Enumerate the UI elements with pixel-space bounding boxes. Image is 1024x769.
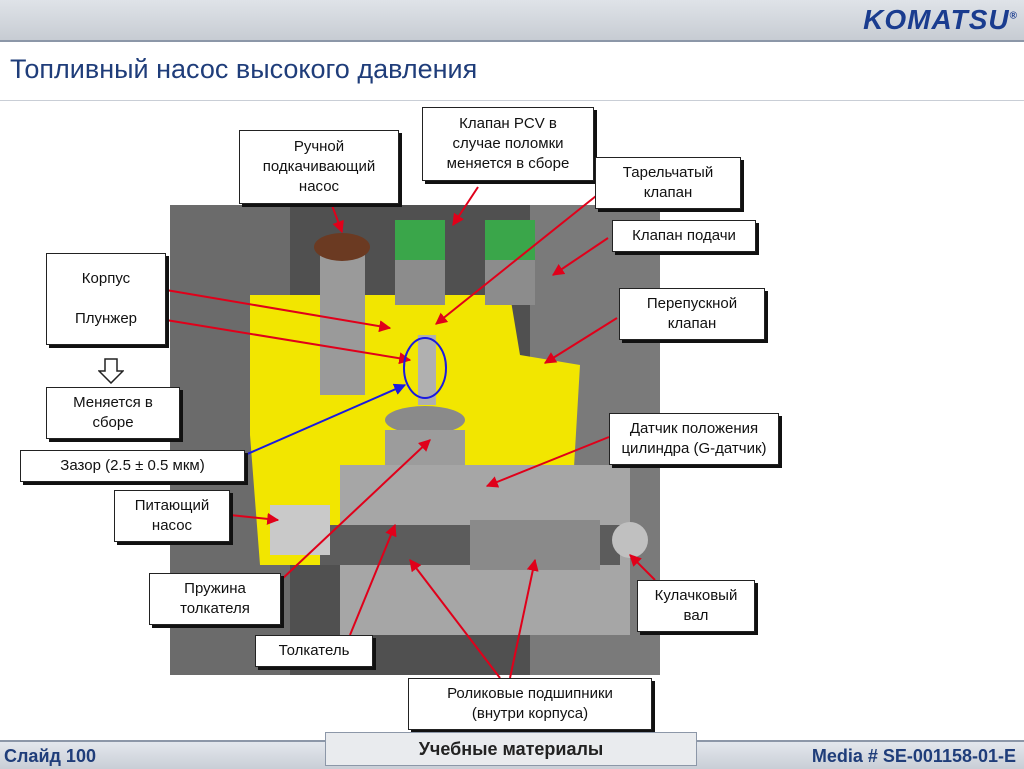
callout-g-sensor: Датчик положения цилиндра (G-датчик) bbox=[609, 413, 779, 465]
callout-manual-pump: Ручной подкачивающий насос bbox=[239, 130, 399, 204]
callout-bypass-valve: Перепускной клапан bbox=[619, 288, 765, 340]
callout-clearance: Зазор (2.5 ± 0.5 мкм) bbox=[20, 450, 245, 482]
komatsu-logo: KOMATSU® bbox=[863, 4, 1018, 35]
callout-body-plunger: Корпус Плунжер bbox=[46, 253, 166, 345]
callout-feed-pump: Питающий насос bbox=[114, 490, 230, 542]
down-arrow-icon bbox=[98, 358, 124, 384]
callout-replace-assembly: Меняется в сборе bbox=[46, 387, 180, 439]
media-number: Media # SE-001158-01-E bbox=[811, 746, 1016, 766]
slide-number: Слайд 100 bbox=[4, 746, 96, 766]
callout-pcv-valve: Клапан PCV в случае поломки меняется в с… bbox=[422, 107, 594, 181]
callout-tappet: Толкатель bbox=[255, 635, 373, 667]
callout-tappet-spring: Пружина толкателя bbox=[149, 573, 281, 625]
callout-plate-valve: Тарельчатый клапан bbox=[595, 157, 741, 209]
title-divider bbox=[0, 100, 1024, 101]
training-materials-label: Учебные материалы bbox=[325, 732, 697, 766]
callout-camshaft: Кулачковый вал bbox=[637, 580, 755, 632]
callout-delivery-valve: Клапан подачи bbox=[612, 220, 756, 252]
callout-roller-bearings: Роликовые подшипники (внутри корпуса) bbox=[408, 678, 652, 730]
header-bar: KOMATSU® bbox=[0, 0, 1024, 42]
slide-title: Топливный насос высокого давления bbox=[10, 54, 478, 84]
